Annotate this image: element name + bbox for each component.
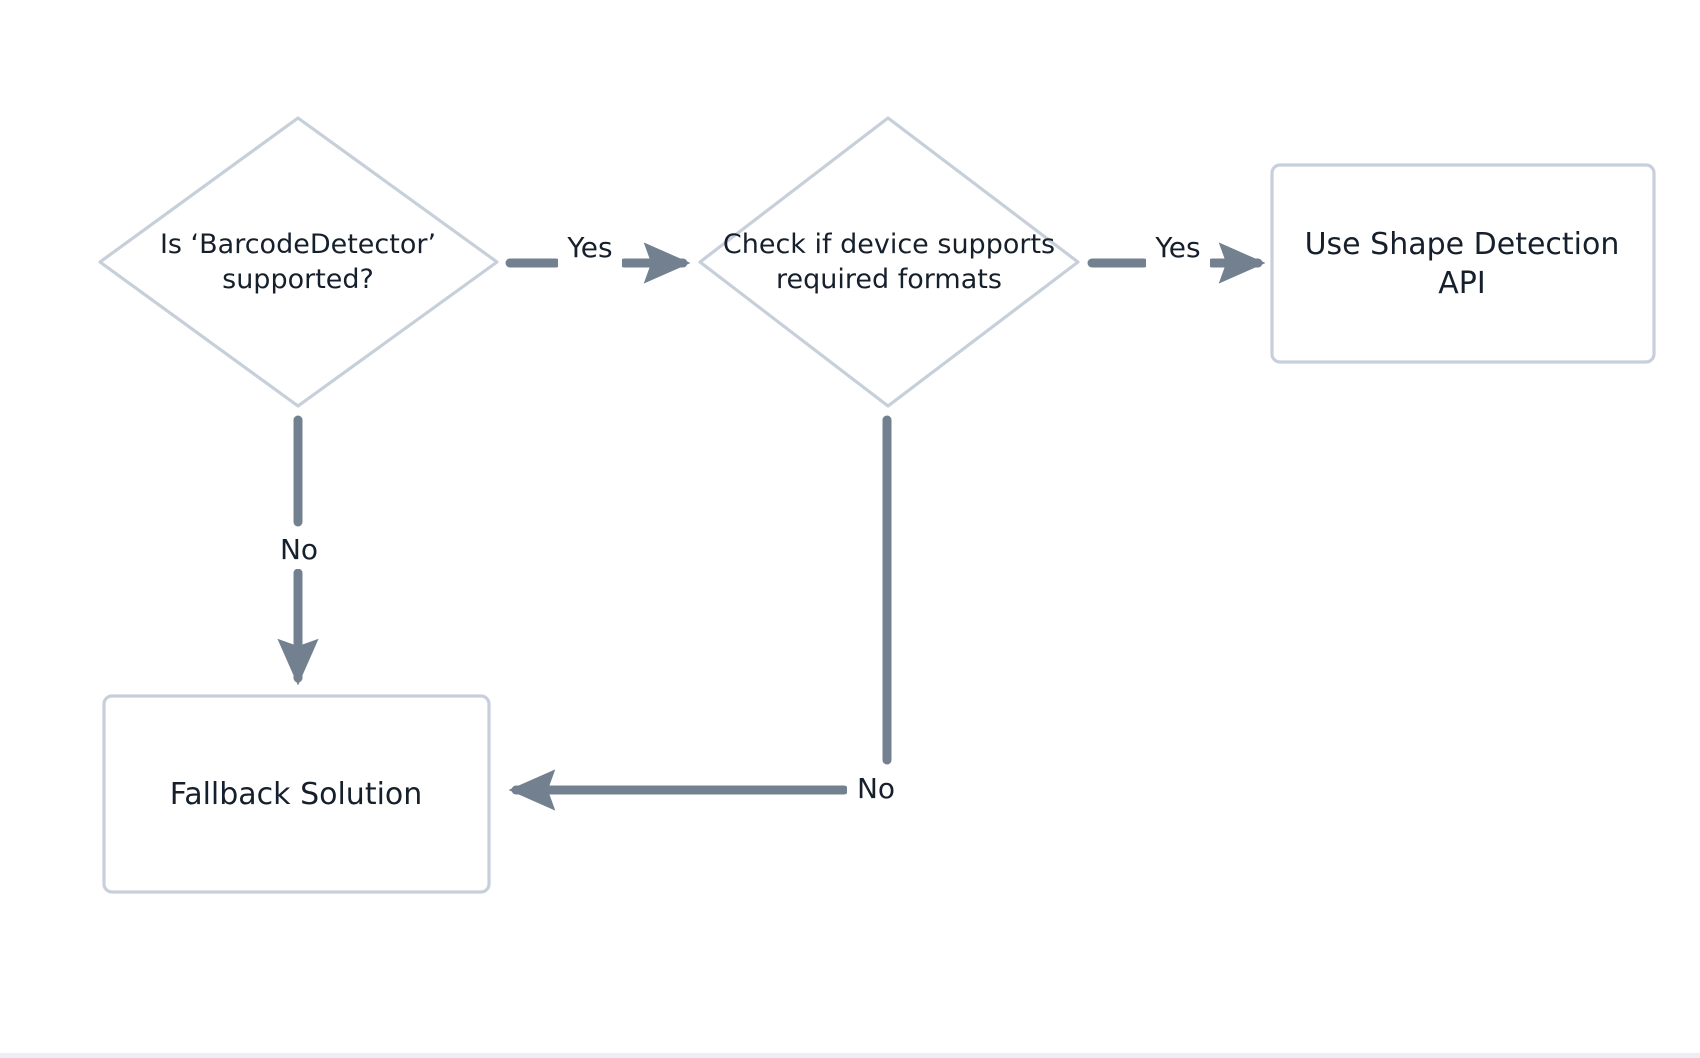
edge-label-no-1: No: [270, 531, 328, 569]
horizontal-scrollbar[interactable]: [0, 1053, 1700, 1058]
edge-label-no-2: No: [847, 770, 905, 808]
box-fallback-shape[interactable]: [102, 694, 491, 894]
diamond-1-shape[interactable]: [98, 116, 499, 408]
box-shape-api-shape[interactable]: [1270, 163, 1656, 364]
diamond-2-shape[interactable]: [698, 116, 1080, 408]
edge-label-yes-2: Yes: [1146, 228, 1210, 268]
edge-label-yes-1: Yes: [558, 228, 622, 268]
